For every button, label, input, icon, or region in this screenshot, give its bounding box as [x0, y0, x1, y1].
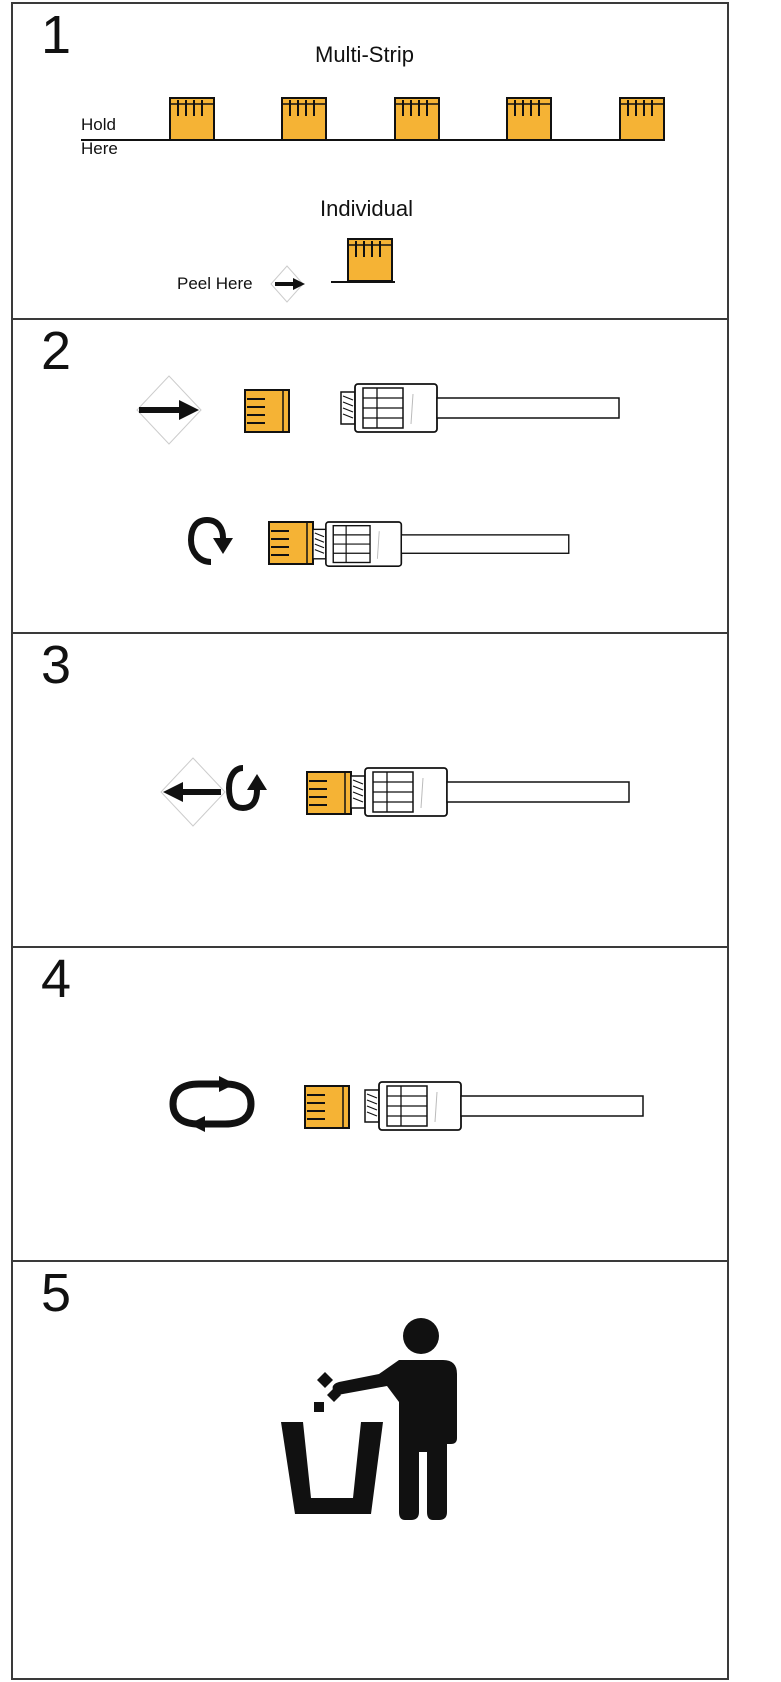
- hold-here-label: Hold Here: [81, 114, 118, 160]
- connector: [364, 1081, 644, 1131]
- step-1-illustration: [81, 97, 665, 303]
- step-5-panel: 5: [11, 1260, 729, 1680]
- strip-cap-2: [281, 97, 327, 141]
- cap-side: [304, 1085, 350, 1129]
- step-4-panel: 4: [11, 946, 729, 1262]
- repeat-cycle-icon: [169, 1076, 255, 1132]
- strip-cap-5: [619, 97, 665, 141]
- cap-on-connector: [306, 771, 352, 815]
- individual-cap: [347, 238, 393, 282]
- strip-cap-1: [169, 97, 215, 141]
- step-4-illustration: [169, 1076, 644, 1132]
- multi-strip-label: Multi-Strip: [315, 42, 415, 67]
- cap-attached: [268, 521, 314, 565]
- here-label: Here: [81, 139, 118, 158]
- step-number: 5: [41, 1263, 72, 1323]
- pull-arrow-icon: [160, 757, 226, 827]
- peel-here-label: Peel Here: [177, 274, 253, 293]
- connector: [340, 383, 620, 433]
- rotate-clockwise-icon: [187, 517, 233, 565]
- hold-label: Hold: [81, 115, 116, 134]
- strip-cap-4: [506, 97, 552, 141]
- step-3-illustration: [160, 757, 630, 827]
- push-arrow-icon: [136, 375, 202, 445]
- dispose-in-trash-icon: [281, 1318, 457, 1520]
- step-3-panel: 3: [11, 632, 729, 948]
- rotate-counterclockwise-icon: [225, 765, 267, 811]
- step-2-illustration: [136, 375, 620, 567]
- connector: [350, 767, 630, 817]
- step-number: 3: [41, 635, 72, 695]
- strip-cap-3: [394, 97, 440, 141]
- step-2-panel: 2: [11, 318, 729, 634]
- step-number: 2: [41, 321, 72, 381]
- step-1-panel: 1 Multi-Strip Hold Here Individual Peel …: [11, 2, 729, 320]
- cap-side: [244, 389, 290, 433]
- step-number: 4: [41, 949, 72, 1009]
- peel-arrow-icon: [270, 265, 305, 303]
- individual-label: Individual: [320, 196, 413, 221]
- step-number: 1: [41, 5, 72, 65]
- connector-attached: [312, 521, 570, 567]
